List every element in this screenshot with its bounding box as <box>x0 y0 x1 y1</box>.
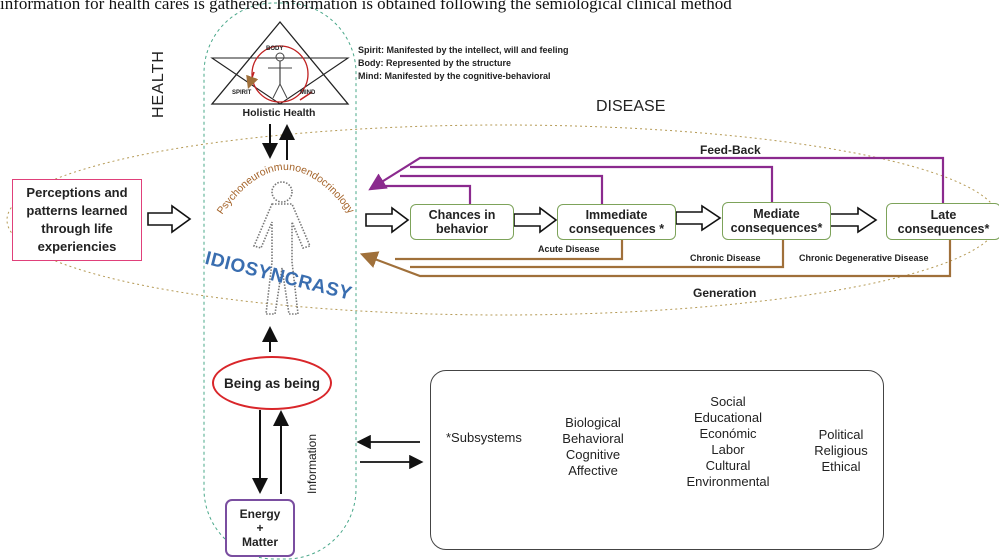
energy-line-1: Energy <box>239 507 281 521</box>
hollow-arrow-3 <box>675 204 722 232</box>
subsystem-item: Environmental <box>686 474 770 489</box>
hollow-arrow-4 <box>829 206 878 234</box>
subsystems-column-3: Political Religious Ethical <box>806 427 876 475</box>
health-region <box>203 2 357 560</box>
subsystem-item: Religious <box>814 443 868 458</box>
hollow-arrow-2 <box>513 206 558 234</box>
being-as-being: Being as being <box>212 356 332 410</box>
energy-line-2: + <box>256 521 264 535</box>
subsystem-item: Political <box>818 427 864 442</box>
subsystem-item: Social <box>710 394 746 409</box>
subsystem-item: Cognitive <box>565 447 621 462</box>
triangle-body-label: BODY <box>266 46 284 52</box>
immediate-consequences-box: Immediate consequences * <box>557 204 676 240</box>
generation-label: Generation <box>693 286 757 300</box>
health-label: HEALTH <box>150 50 167 118</box>
feedback-label: Feed-Back <box>700 143 761 157</box>
pni-textpath: Psychoneuroinmunoendocrinology <box>215 161 357 217</box>
disease-label: DISEASE <box>596 98 666 115</box>
subsystem-item: Biological <box>565 415 621 430</box>
subsystem-item: Económic <box>699 426 757 441</box>
subsystem-item: Labor <box>711 442 745 457</box>
energy-line-3: Matter <box>241 535 278 549</box>
legend-spirit: Spirit: Manifested by the intellect, wil… <box>358 45 569 55</box>
perceptions-box: Perceptions and patterns learned through… <box>12 179 142 261</box>
subsystem-item: Ethical <box>821 459 861 474</box>
subsystem-item: Affective <box>568 463 618 478</box>
pni-label-svg: Psychoneuroinmunoendocrinology <box>215 161 357 217</box>
chronic-degenerative-label: Chronic Degenerative Disease <box>799 253 929 263</box>
triangle-mind-label: MIND <box>300 90 316 96</box>
late-consequences-box: Late consequences* <box>886 203 999 240</box>
human-figure <box>252 181 312 315</box>
chronic-disease-label: Chronic Disease <box>690 253 761 263</box>
hollow-arrow-1 <box>365 206 410 234</box>
subsystems-title: *Subsystems <box>446 430 522 445</box>
acute-disease-label: Acute Disease <box>538 244 600 254</box>
triangle-spirit-label: SPIRIT <box>232 90 252 96</box>
mediate-consequences-box: Mediate consequences* <box>722 202 831 240</box>
top-caption: information for health cares is gathered… <box>0 0 732 13</box>
subsystems-panel <box>430 370 884 550</box>
subsystem-item: Behavioral <box>562 431 624 446</box>
hollow-arrow-perceptions <box>147 204 192 234</box>
legend-mind: Mind: Manifested by the cognitive-behavi… <box>358 71 551 81</box>
energy-matter-box: Energy + Matter <box>225 499 295 557</box>
chances-in-behavior-box: Chances in behavior <box>410 204 514 240</box>
subsystem-item: Cultural <box>705 458 751 473</box>
holistic-health-label: Holistic Health <box>242 107 316 119</box>
subsystems-column-2: Social Educational Económic Labor Cultur… <box>680 394 776 490</box>
subsystems-column-1: Biological Behavioral Cognitive Affectiv… <box>550 415 636 479</box>
pni-label: Psychoneuroinmunoendocrinology <box>215 161 357 217</box>
holistic-triangle <box>210 20 350 105</box>
generation-lines <box>359 238 952 278</box>
legend-body: Body: Represented by the structure <box>358 58 512 68</box>
subsystem-item: Educational <box>694 410 762 425</box>
information-label: Information <box>305 433 319 494</box>
legend: Spirit: Manifested by the intellect, wil… <box>358 44 569 83</box>
feedback-lines <box>368 156 945 204</box>
